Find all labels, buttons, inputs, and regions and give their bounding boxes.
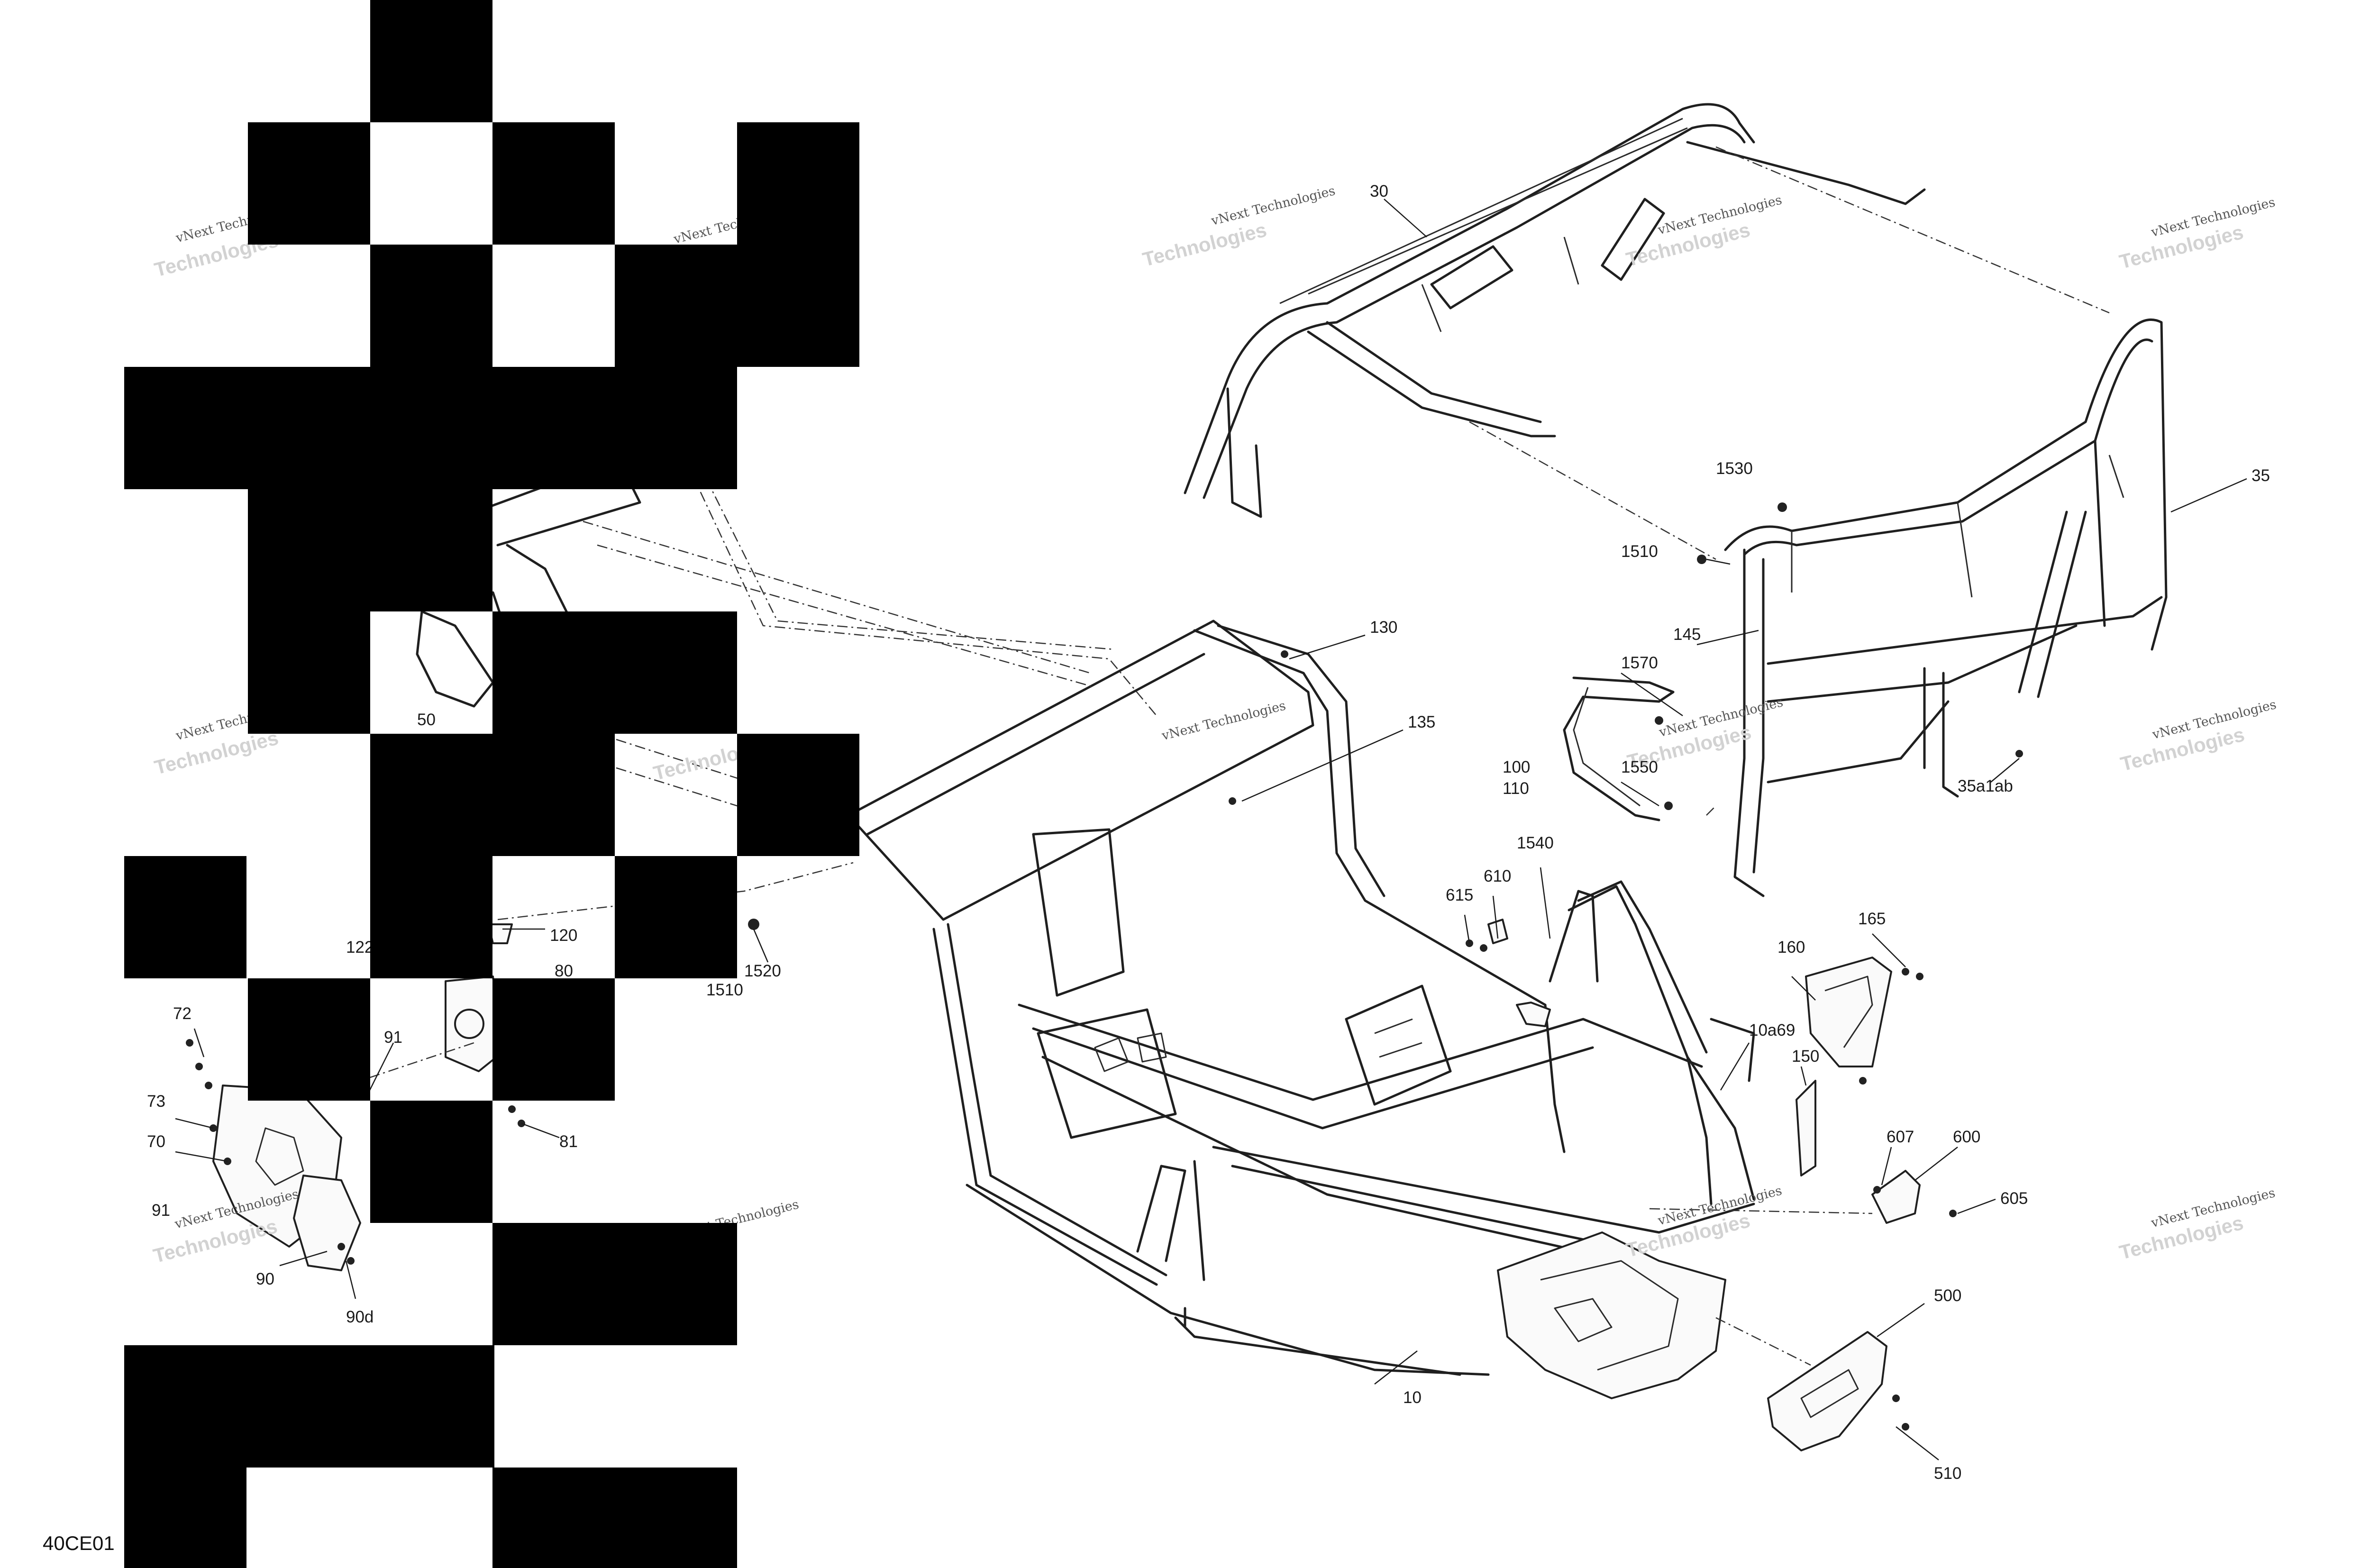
callout-500: 500 <box>1934 1286 1961 1305</box>
loose-parts <box>1487 676 1921 1451</box>
callout-605: 605 <box>2000 1189 2028 1208</box>
callout-150: 150 <box>1792 1047 1819 1066</box>
callout-1520: 1520 <box>744 962 781 980</box>
watermark: vNext Technologies Technologies <box>2117 195 2277 273</box>
callout-35: 35 <box>2252 466 2270 485</box>
callout-615: 615 <box>1446 886 1473 904</box>
callout-130: 130 <box>1370 618 1397 637</box>
watermark: vNext Technologies Technologies <box>1624 192 1784 271</box>
callout-160: 160 <box>1778 938 1805 957</box>
callout-120: 120 <box>550 926 577 945</box>
watermark: vNext Technologies Technologies <box>2118 697 2278 775</box>
panel-160 <box>1805 957 1892 1067</box>
callout-30: 30 <box>1370 182 1388 201</box>
skid-plate-500 <box>1767 1331 1887 1451</box>
watermark: vNext Technologies Technologies <box>2117 1185 2277 1264</box>
callout-50: 50 <box>417 711 436 729</box>
callout-91: 91 <box>384 1028 402 1047</box>
svg-text:Technologies: Technologies <box>152 727 281 779</box>
callout-1510-left: 1510 <box>706 981 743 999</box>
callout-35a1ab: 35a1ab <box>1958 777 2013 795</box>
redaction-blocks <box>124 0 859 1568</box>
callout-90d: 90d <box>346 1308 374 1326</box>
grab-handle-100 <box>1563 676 1675 821</box>
callout-1540: 1540 <box>1517 834 1554 852</box>
callout-122: 122 <box>346 938 374 957</box>
callout-607: 607 <box>1887 1128 1914 1146</box>
bracket-615 <box>1516 1002 1551 1027</box>
main-chassis-frame <box>847 620 1755 1399</box>
figure-code: 40CE01 <box>43 1532 115 1554</box>
callout-610: 610 <box>1484 867 1511 885</box>
panel-150 <box>1796 1080 1816 1176</box>
mount-90 <box>293 1175 361 1271</box>
roof-assembly <box>1184 103 1926 518</box>
callout-labels: 30 35 1530 1510 145 1570 100 110 1550 35… <box>147 182 2270 1483</box>
watermark: vNext Technologies <box>1160 698 1287 743</box>
svg-text:Technologies: Technologies <box>151 1215 280 1267</box>
callout-110: 110 <box>1503 779 1529 798</box>
callout-1530: 1530 <box>1716 459 1753 478</box>
callout-145: 145 <box>1673 625 1701 644</box>
callout-81: 81 <box>559 1132 578 1151</box>
svg-text:vNext Technologies: vNext Technologies <box>1209 183 1337 228</box>
callout-510: 510 <box>1934 1464 1961 1483</box>
callout-72: 72 <box>173 1004 191 1023</box>
leader-lines <box>175 199 2247 1460</box>
bracket-600 <box>1871 1170 1921 1224</box>
rear-cage-assembly <box>1724 319 2168 897</box>
callout-165: 165 <box>1858 910 1886 928</box>
callout-91-lower: 91 <box>152 1201 170 1220</box>
callout-135: 135 <box>1408 713 1435 731</box>
svg-text:Technologies: Technologies <box>1140 219 1269 271</box>
svg-text:vNext Technologies: vNext Technologies <box>1160 698 1287 743</box>
callout-600: 600 <box>1953 1128 1980 1146</box>
callout-1570: 1570 <box>1621 654 1658 672</box>
callout-1510: 1510 <box>1621 542 1658 561</box>
callout-10: 10 <box>1403 1388 1422 1407</box>
alignment-lines <box>331 146 2110 1366</box>
callout-73: 73 <box>147 1092 165 1111</box>
callout-10a69: 10a69 <box>1749 1021 1795 1039</box>
callout-100: 100 <box>1503 758 1530 776</box>
watermark: vNext Technologies Technologies <box>1140 183 1337 271</box>
callout-90: 90 <box>256 1270 274 1288</box>
callout-80: 80 <box>555 962 573 980</box>
callout-70: 70 <box>147 1132 165 1151</box>
callout-1550: 1550 <box>1621 758 1658 776</box>
watermark: vNext Technologies Technologies <box>1624 1183 1784 1261</box>
